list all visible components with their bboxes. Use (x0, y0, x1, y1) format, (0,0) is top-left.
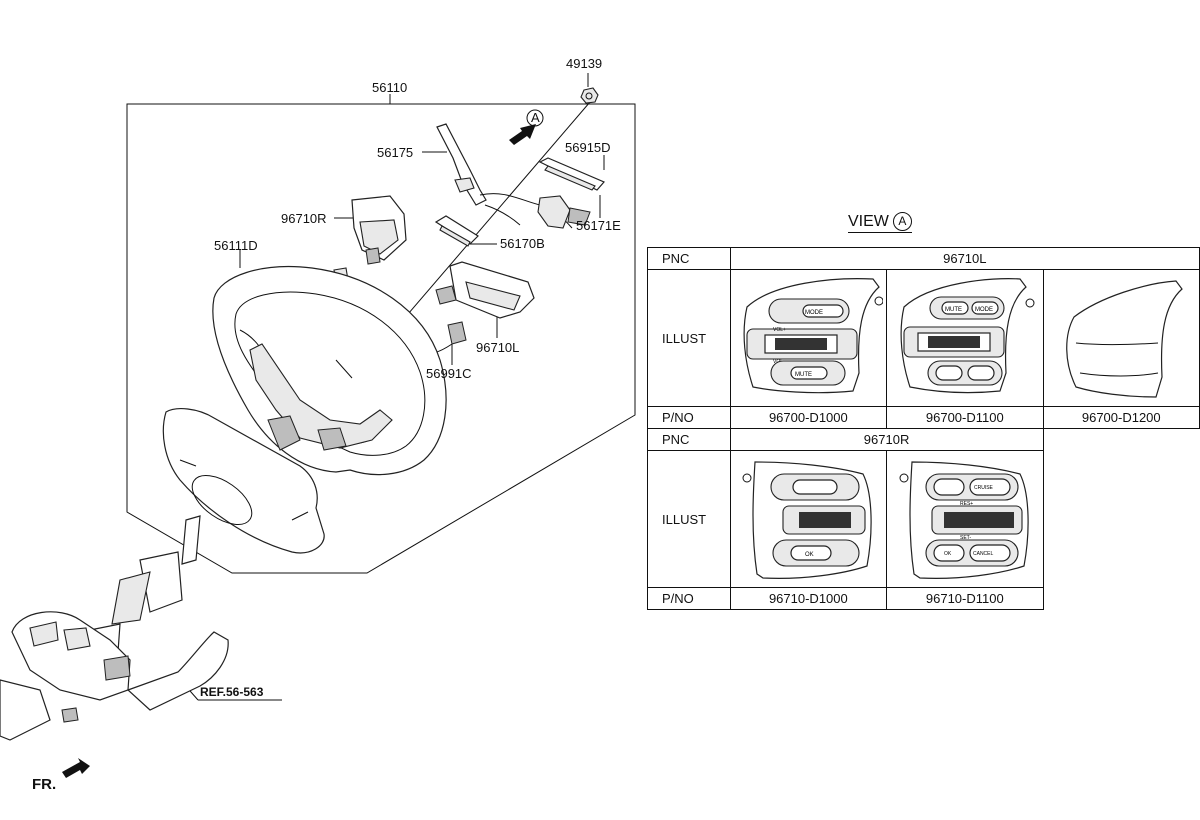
pnc-label-left: PNC (647, 247, 731, 270)
bracket-56170B (434, 215, 479, 247)
illust-label-left: ILLUST (647, 269, 731, 407)
label-56915D: 56915D (565, 140, 611, 155)
svg-text:OK: OK (805, 552, 814, 558)
illust-96700-D1200 (1042, 269, 1200, 407)
label-56991C: 56991C (426, 366, 472, 381)
illust-96700-D1100: MUTE MODE (886, 269, 1044, 407)
pno-96710-D1000: 96710-D1000 (729, 587, 888, 610)
pno-96700-D1000: 96700-D1000 (729, 406, 888, 429)
view-a-arrow: A (509, 109, 544, 145)
svg-text:VOL+: VOL+ (773, 327, 786, 333)
svg-text:MODE: MODE (975, 307, 993, 313)
label-56110: 56110 (372, 80, 407, 95)
svg-text:OK: OK (944, 551, 952, 557)
pno-label-left: P/NO (647, 406, 731, 429)
svg-text:CRUISE: CRUISE (974, 485, 994, 491)
label-ref: REF.56-563 (200, 685, 264, 699)
nut-49139 (580, 87, 599, 104)
svg-text:MUTE: MUTE (795, 372, 812, 378)
svg-text:MUTE: MUTE (945, 307, 962, 313)
spec-table: PNC 96710L ILLUST MODE VOL+ VOL- MUTE (647, 247, 1200, 610)
harness-56171E (479, 193, 591, 229)
label-56111D: 56111D (214, 238, 258, 253)
pnc-value-right: 96710R (729, 428, 1044, 451)
label-49139: 49139 (566, 56, 602, 71)
svg-text:MODE: MODE (805, 310, 823, 316)
illust-label-right: ILLUST (647, 450, 731, 588)
label-56175: 56175 (377, 145, 413, 160)
view-label: VIEW (848, 213, 889, 230)
switch-96710L-part (435, 261, 535, 319)
column-cover (162, 408, 325, 554)
label-56171E: 56171E (576, 218, 621, 233)
svg-text:CANCEL: CANCEL (973, 551, 994, 557)
pno-96700-D1100: 96700-D1100 (886, 406, 1044, 429)
assembly-boundary (126, 103, 636, 574)
pnc-label-right: PNC (647, 428, 731, 451)
steering-column (0, 515, 229, 741)
switch-96710R-part (351, 195, 407, 265)
label-56170B: 56170B (500, 236, 545, 251)
svg-text:RES+: RES+ (960, 501, 973, 507)
steering-wheel-56111D (212, 266, 447, 476)
illust-96700-D1000: MODE VOL+ VOL- MUTE (729, 269, 888, 407)
fr-label: FR. (32, 776, 57, 793)
fr-arrow (62, 758, 90, 778)
pno-label-right: P/NO (647, 587, 731, 610)
pno-96710-D1100: 96710-D1100 (886, 587, 1044, 610)
illust-96710-D1000: OK (729, 450, 888, 588)
view-a-arrow-label: A (531, 110, 540, 125)
bracket-56175 (436, 123, 487, 206)
cover-56915D (538, 157, 605, 191)
view-marker: A (892, 212, 912, 231)
label-96710R: 96710R (281, 211, 327, 226)
pno-96700-D1200: 96700-D1200 (1042, 406, 1200, 429)
svg-text:SET-: SET- (960, 535, 971, 541)
label-96710L: 96710L (476, 340, 519, 355)
illust-96710-D1100: CRUISE RES+ SET- OK CANCEL (886, 450, 1044, 588)
pnc-value-left: 96710L (729, 247, 1200, 270)
